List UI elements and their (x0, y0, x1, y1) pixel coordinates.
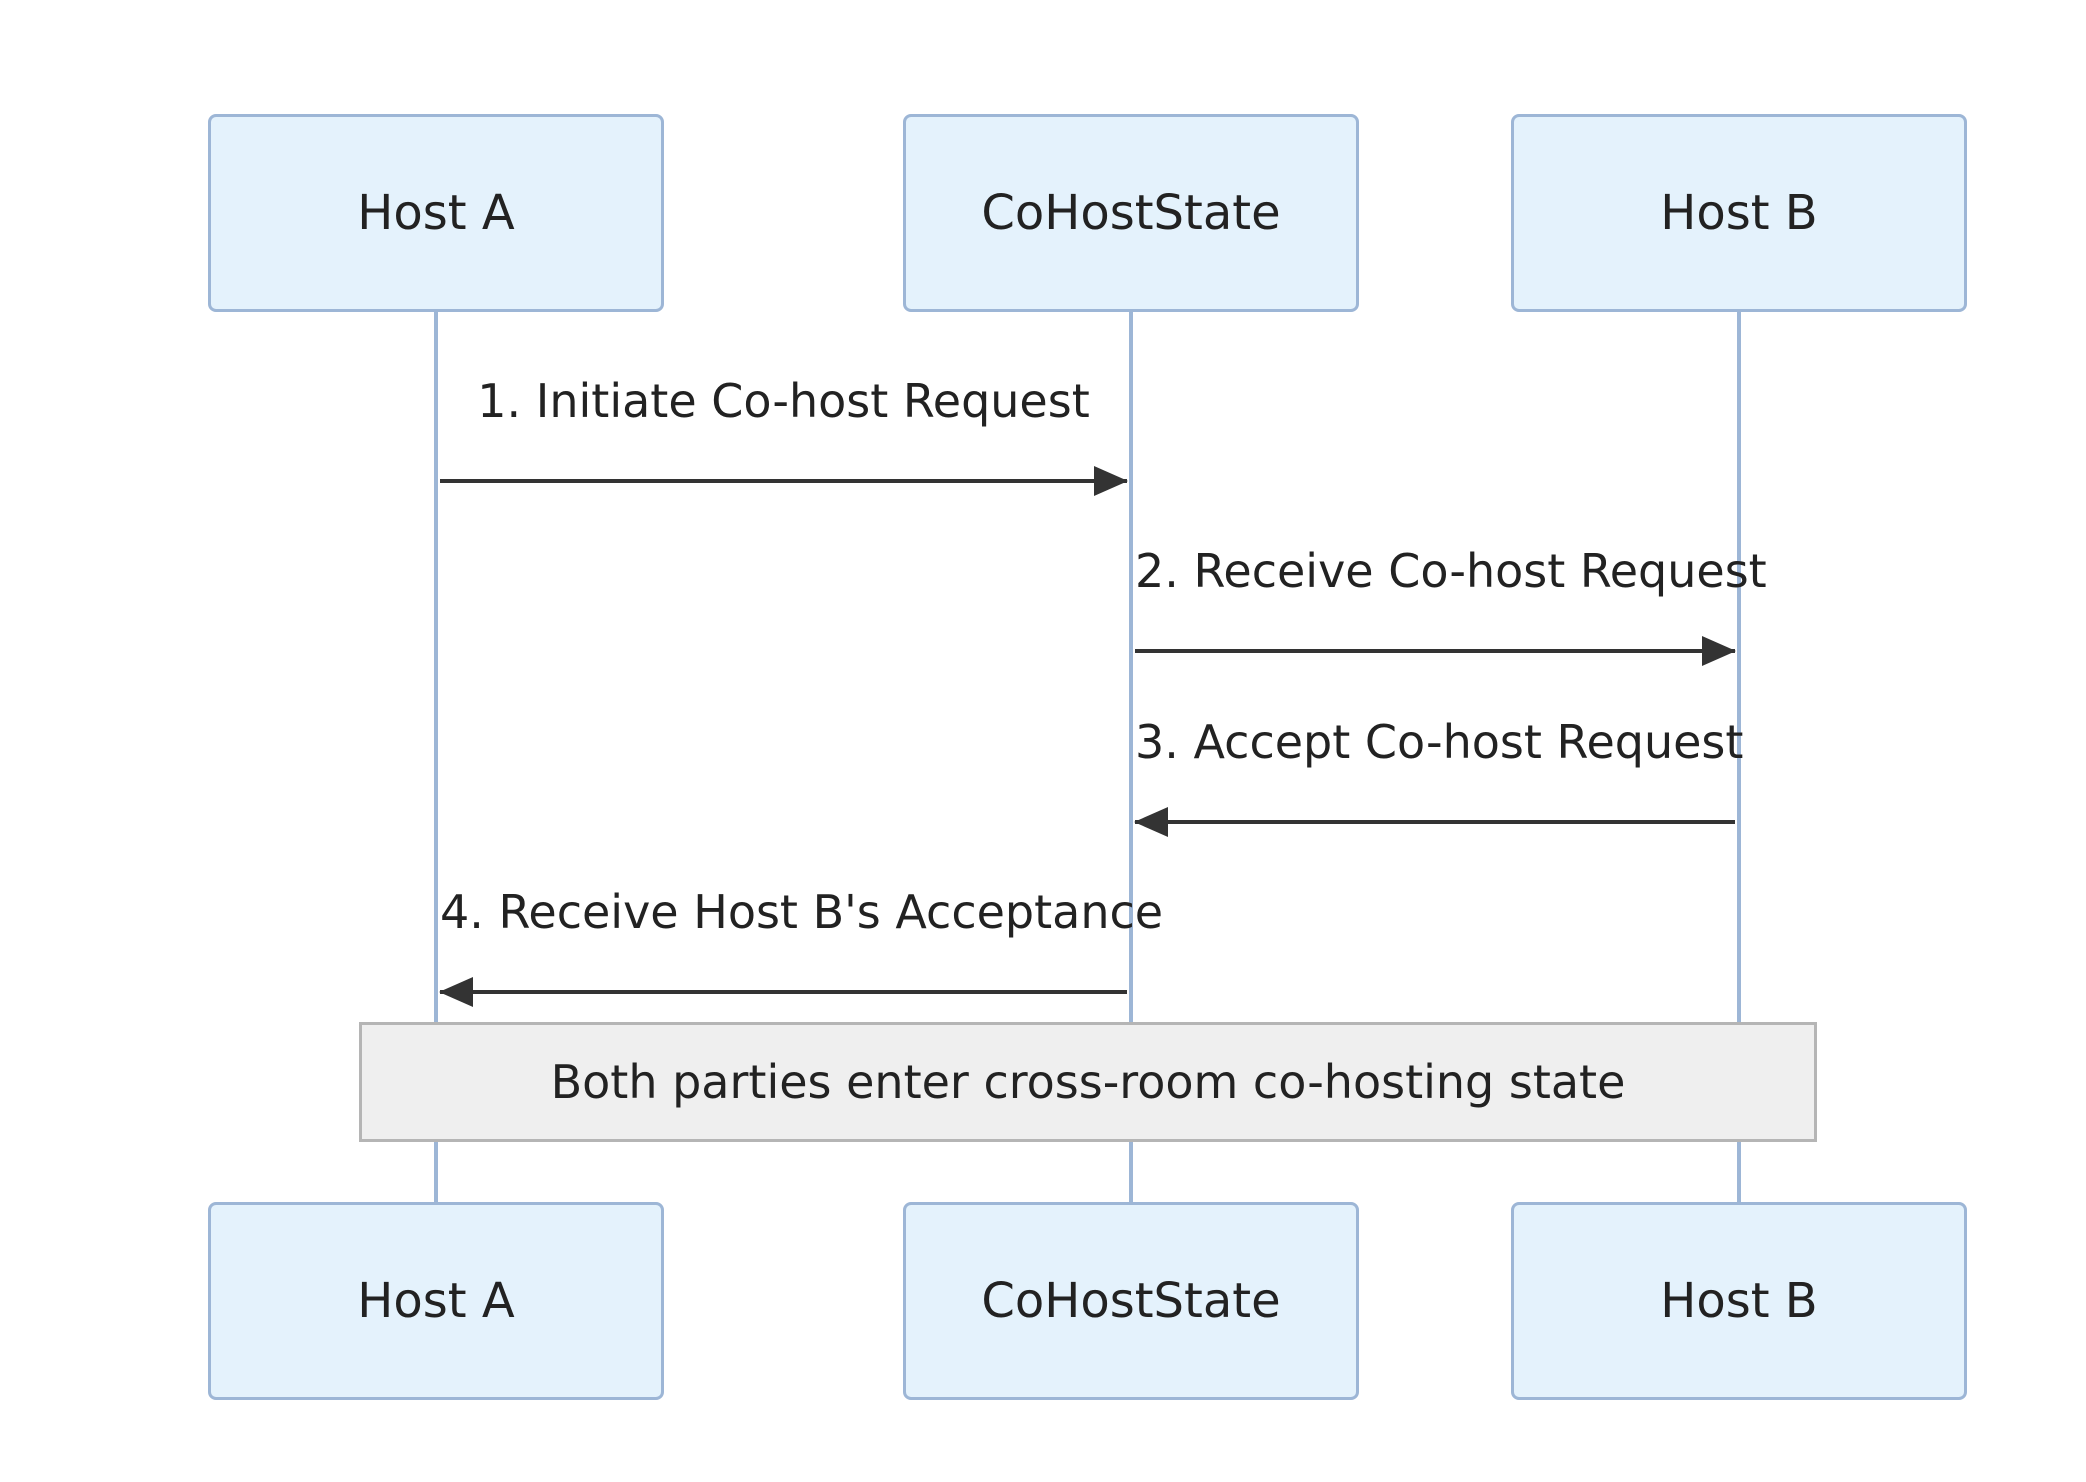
actor-cohoststate-bottom: CoHostState (903, 1202, 1359, 1400)
note-box: Both parties enter cross-room co-hosting… (359, 1022, 1817, 1142)
actor-host-a-bottom: Host A (208, 1202, 664, 1400)
actor-host-b-top: Host B (1511, 114, 1967, 312)
message-label-1: 1. Initiate Co-host Request (477, 374, 1090, 428)
actor-label: Host B (1660, 185, 1818, 241)
actor-label: Host B (1660, 1273, 1818, 1329)
message-label-2: 2. Receive Co-host Request (1135, 544, 1767, 598)
actor-label: Host A (357, 185, 515, 241)
actor-host-a-top: Host A (208, 114, 664, 312)
actor-label: CoHostState (981, 185, 1281, 241)
message-label-4: 4. Receive Host B's Acceptance (440, 885, 1164, 939)
note-label: Both parties enter cross-room co-hosting… (550, 1055, 1626, 1109)
message-label-3: 3. Accept Co-host Request (1135, 715, 1744, 769)
actor-host-b-bottom: Host B (1511, 1202, 1967, 1400)
actor-label: CoHostState (981, 1273, 1281, 1329)
actor-label: Host A (357, 1273, 515, 1329)
actor-cohoststate-top: CoHostState (903, 114, 1359, 312)
